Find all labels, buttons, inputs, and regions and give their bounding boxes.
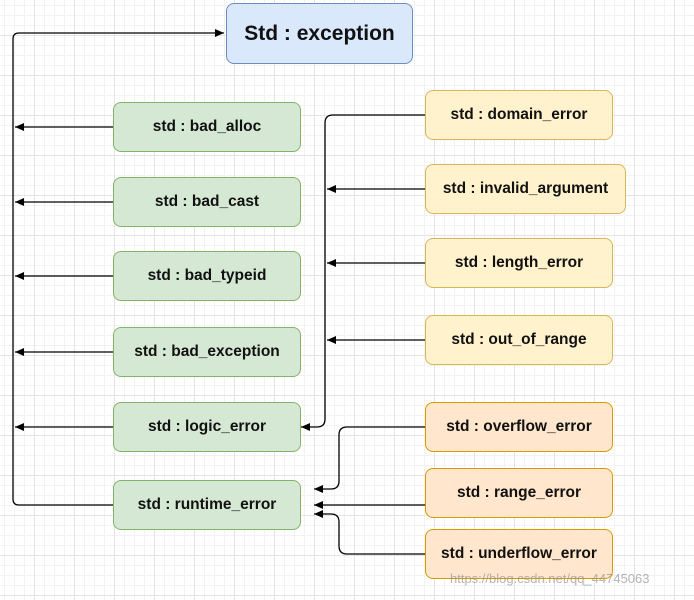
watermark-text: https://blog.csdn.net/qq_44745063 bbox=[450, 571, 650, 586]
node-bad-alloc-label: std : bad_alloc bbox=[152, 118, 262, 135]
node-underflow-error: std : underflow_error bbox=[425, 529, 613, 579]
node-bad-exception: std : bad_exception bbox=[113, 327, 301, 377]
node-runtime-error: std : runtime_error bbox=[113, 480, 301, 530]
node-bad-typeid-label: std : bad_typeid bbox=[147, 267, 267, 284]
node-length-error-label: std : length_error bbox=[454, 254, 584, 271]
node-domain-error-label: std : domain_error bbox=[450, 106, 588, 123]
node-logic-error: std : logic_error bbox=[113, 402, 301, 452]
node-bad-exception-label: std : bad_exception bbox=[134, 343, 280, 360]
node-bad-cast: std : bad_cast bbox=[113, 177, 301, 227]
edge-domain-error-to-logic-error bbox=[301, 114, 425, 431]
node-range-error: std : range_error bbox=[425, 468, 613, 518]
node-length-error: std : length_error bbox=[425, 238, 613, 288]
node-runtime-error-label: std : runtime_error bbox=[137, 496, 277, 513]
node-invalid-argument: std : invalid_argument bbox=[425, 164, 626, 214]
node-bad-alloc: std : bad_alloc bbox=[113, 102, 301, 152]
edge-overflow-error-to-runtime-error bbox=[314, 426, 425, 493]
node-overflow-error-label: std : overflow_error bbox=[446, 418, 592, 435]
edge-runtime-error-to-exception bbox=[12, 29, 224, 506]
node-invalid-argument-label: std : invalid_argument bbox=[442, 180, 609, 197]
node-underflow-error-label: std : underflow_error bbox=[441, 545, 597, 562]
node-out-of-range-label: std : out_of_range bbox=[451, 331, 587, 348]
node-std-exception-label: Std : exception bbox=[244, 21, 395, 45]
node-logic-error-label: std : logic_error bbox=[148, 418, 266, 435]
edge-underflow-error-to-runtime-error bbox=[314, 510, 425, 555]
node-domain-error: std : domain_error bbox=[425, 90, 613, 140]
node-out-of-range: std : out_of_range bbox=[425, 315, 613, 365]
node-overflow-error: std : overflow_error bbox=[425, 402, 613, 452]
node-range-error-label: std : range_error bbox=[456, 484, 582, 501]
node-std-exception: Std : exception bbox=[226, 3, 413, 64]
node-bad-typeid: std : bad_typeid bbox=[113, 251, 301, 301]
node-bad-cast-label: std : bad_cast bbox=[154, 193, 260, 210]
